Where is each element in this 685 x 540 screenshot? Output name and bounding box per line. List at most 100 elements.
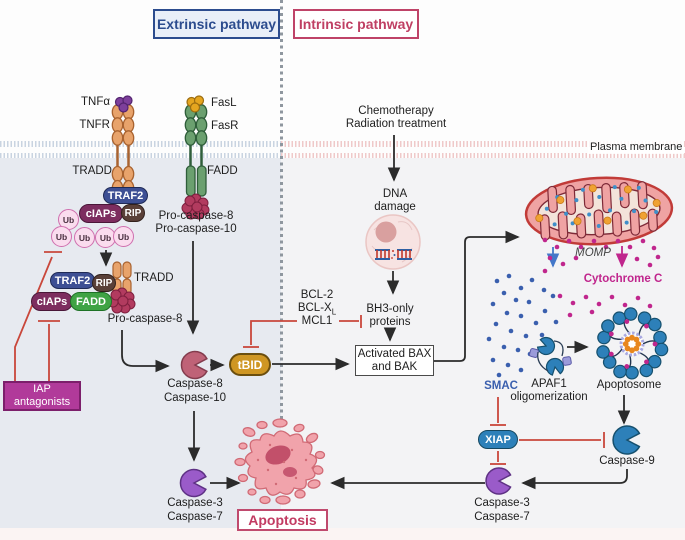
apaf1-oligomerization-icon <box>529 336 572 376</box>
apoptosis-label: Apoptosis <box>248 512 317 528</box>
caspase-9-label: Caspase-9 <box>599 455 655 467</box>
tnfr-label: TNFR <box>79 119 110 131</box>
fas-receptor-icon <box>184 104 208 197</box>
traf2-complex2-pill: TRAF2 <box>50 272 95 289</box>
apoptosome-core-beads <box>622 334 642 354</box>
arrow-caspase9-to-caspase3 <box>521 469 628 490</box>
mitochondria-icon <box>524 176 674 246</box>
plasma-membrane-inner-leaflet-right <box>281 152 685 158</box>
ciaps-label: cIAPs <box>85 207 117 220</box>
plasma-membrane-inner-leaflet-left <box>0 152 281 158</box>
fas-ligand-icon <box>186 95 205 113</box>
radiation-treatment-label: Radiation treatment <box>345 118 447 130</box>
inhibit-xiap-to-caspase3 <box>490 451 506 465</box>
procaspase-8-10-blob-icon <box>181 193 210 220</box>
ub-label: Ub <box>62 214 75 225</box>
rip-label: RIP <box>95 277 113 289</box>
bh3-only-proteins-label: BH3-only <box>366 303 414 315</box>
tradd-label: TRADD <box>72 165 112 177</box>
inhibit-bcl-to-bh3 <box>339 315 362 328</box>
ub-label: Ub <box>99 232 112 243</box>
intrinsic-pathway-title: Intrinsic pathway <box>298 16 414 32</box>
apoptosome-arms <box>596 307 669 380</box>
ubiquitin-icon: Ub <box>74 227 95 248</box>
tnf-receptor-icon <box>111 104 135 197</box>
caspase-8-10-icon <box>180 350 208 380</box>
caspase-7-left-label: Caspase-7 <box>167 511 223 523</box>
bh3-only-proteins-label: proteins <box>369 316 411 328</box>
tbid-pill: tBID <box>229 353 271 376</box>
arrow-bax-to-mitochondria <box>434 230 520 362</box>
tnf-alpha-label: TNFα <box>80 96 110 108</box>
ciaps-complex1-pill: cIAPs <box>79 204 123 223</box>
mcl1-label: MCL1 <box>301 315 333 327</box>
mitochondria-blue-dots <box>544 185 659 229</box>
ub-label: Ub <box>55 231 68 242</box>
cytochrome-c-label: Cytochrome C <box>583 273 663 285</box>
caspase-8-label: Caspase-8 <box>167 378 223 390</box>
dna-damage-cell-icon <box>365 214 421 270</box>
rip-complex2-pill: RIP <box>92 274 116 292</box>
broken-dna-icon <box>375 249 412 260</box>
iap-antagonists-box: IAP antagonists <box>3 381 81 411</box>
plasma-membrane-label: Plasma membrane <box>588 141 684 154</box>
caspase-3-right-label: Caspase-3 <box>474 497 530 509</box>
caspase-7-right-label: Caspase-7 <box>474 511 530 523</box>
traf2-complex1-pill: TRAF2 <box>103 187 148 204</box>
cytochrome-c-dots <box>542 237 661 318</box>
inhibit-xiap-to-caspase9 <box>519 432 605 448</box>
extrinsic-pathway-header: Extrinsic pathway <box>153 9 280 39</box>
flow-arrows <box>99 135 631 490</box>
rip-complex1-pill: RIP <box>121 204 145 222</box>
inhibit-smac-to-xiap <box>490 397 506 426</box>
bclxl-label: BCL-XL <box>297 302 337 317</box>
bax-bak-label: Activated BAX <box>357 347 432 360</box>
ubiquitin-icon: Ub <box>113 226 134 247</box>
caspase-3-7-left-icon <box>179 468 207 498</box>
procaspase-8-10-label: Pro-caspase-10 <box>155 223 237 235</box>
bottom-strip <box>0 528 685 540</box>
ub-label: Ub <box>117 231 130 242</box>
bax-bak-label: and BAK <box>371 360 418 373</box>
ubiquitin-icon: Ub <box>51 226 72 247</box>
procaspase-8-complex2-blob-icon <box>107 287 136 314</box>
ciaps-complex2-pill: cIAPs <box>31 292 73 311</box>
dna-damage-label: damage <box>374 201 416 213</box>
bclxl-subscript: L <box>331 307 337 317</box>
caspase-3-7-right-icon <box>485 467 512 495</box>
apoptosome-icon <box>596 307 669 380</box>
caspase-9-icon <box>612 425 641 455</box>
fadd-label: FADD <box>76 295 106 308</box>
pathway-divider-dotted-line <box>280 0 283 428</box>
traf2-label: TRAF2 <box>107 189 144 202</box>
momp-label: MOMP <box>575 247 611 259</box>
xiap-pill: XIAP <box>478 430 518 449</box>
caspase-3-left-label: Caspase-3 <box>167 497 223 509</box>
apoptosome-label: Apoptosome <box>596 379 662 391</box>
apaf1-oligomerization-label: APAF1 <box>531 378 567 390</box>
ciaps-label: cIAPs <box>36 295 68 308</box>
intrinsic-pathway-header: Intrinsic pathway <box>293 9 419 39</box>
inhibit-iap-to-complex1 <box>14 251 62 381</box>
fasr-label: FasR <box>211 120 239 132</box>
tbid-label: tBID <box>237 357 263 372</box>
apoptotic-cell-icon <box>234 418 326 505</box>
xiap-label: XIAP <box>485 433 511 446</box>
traf2-label: TRAF2 <box>54 274 91 287</box>
bcl2-label: BCL-2 <box>300 289 334 301</box>
arrow-complex2-to-caspase8 <box>121 330 170 373</box>
rip-label: RIP <box>124 207 142 219</box>
inhibit-iap-to-ciaps2 <box>38 320 60 381</box>
inhibit-bcl-to-tbid <box>243 320 297 348</box>
fadd-label: FADD <box>207 165 238 177</box>
procaspase-8-10-label: Pro-caspase-8 <box>158 210 234 222</box>
caspase-10-label: Caspase-10 <box>163 392 226 404</box>
fadd-complex2-pill: FADD <box>70 292 112 311</box>
plasma-membrane-outer-leaflet-right <box>281 141 685 147</box>
apaf1-oligomerization-label: oligomerization <box>510 391 588 403</box>
smac-label: SMAC <box>484 380 518 392</box>
apoptosis-box: Apoptosis <box>237 509 328 531</box>
fasl-label: FasL <box>211 97 237 109</box>
